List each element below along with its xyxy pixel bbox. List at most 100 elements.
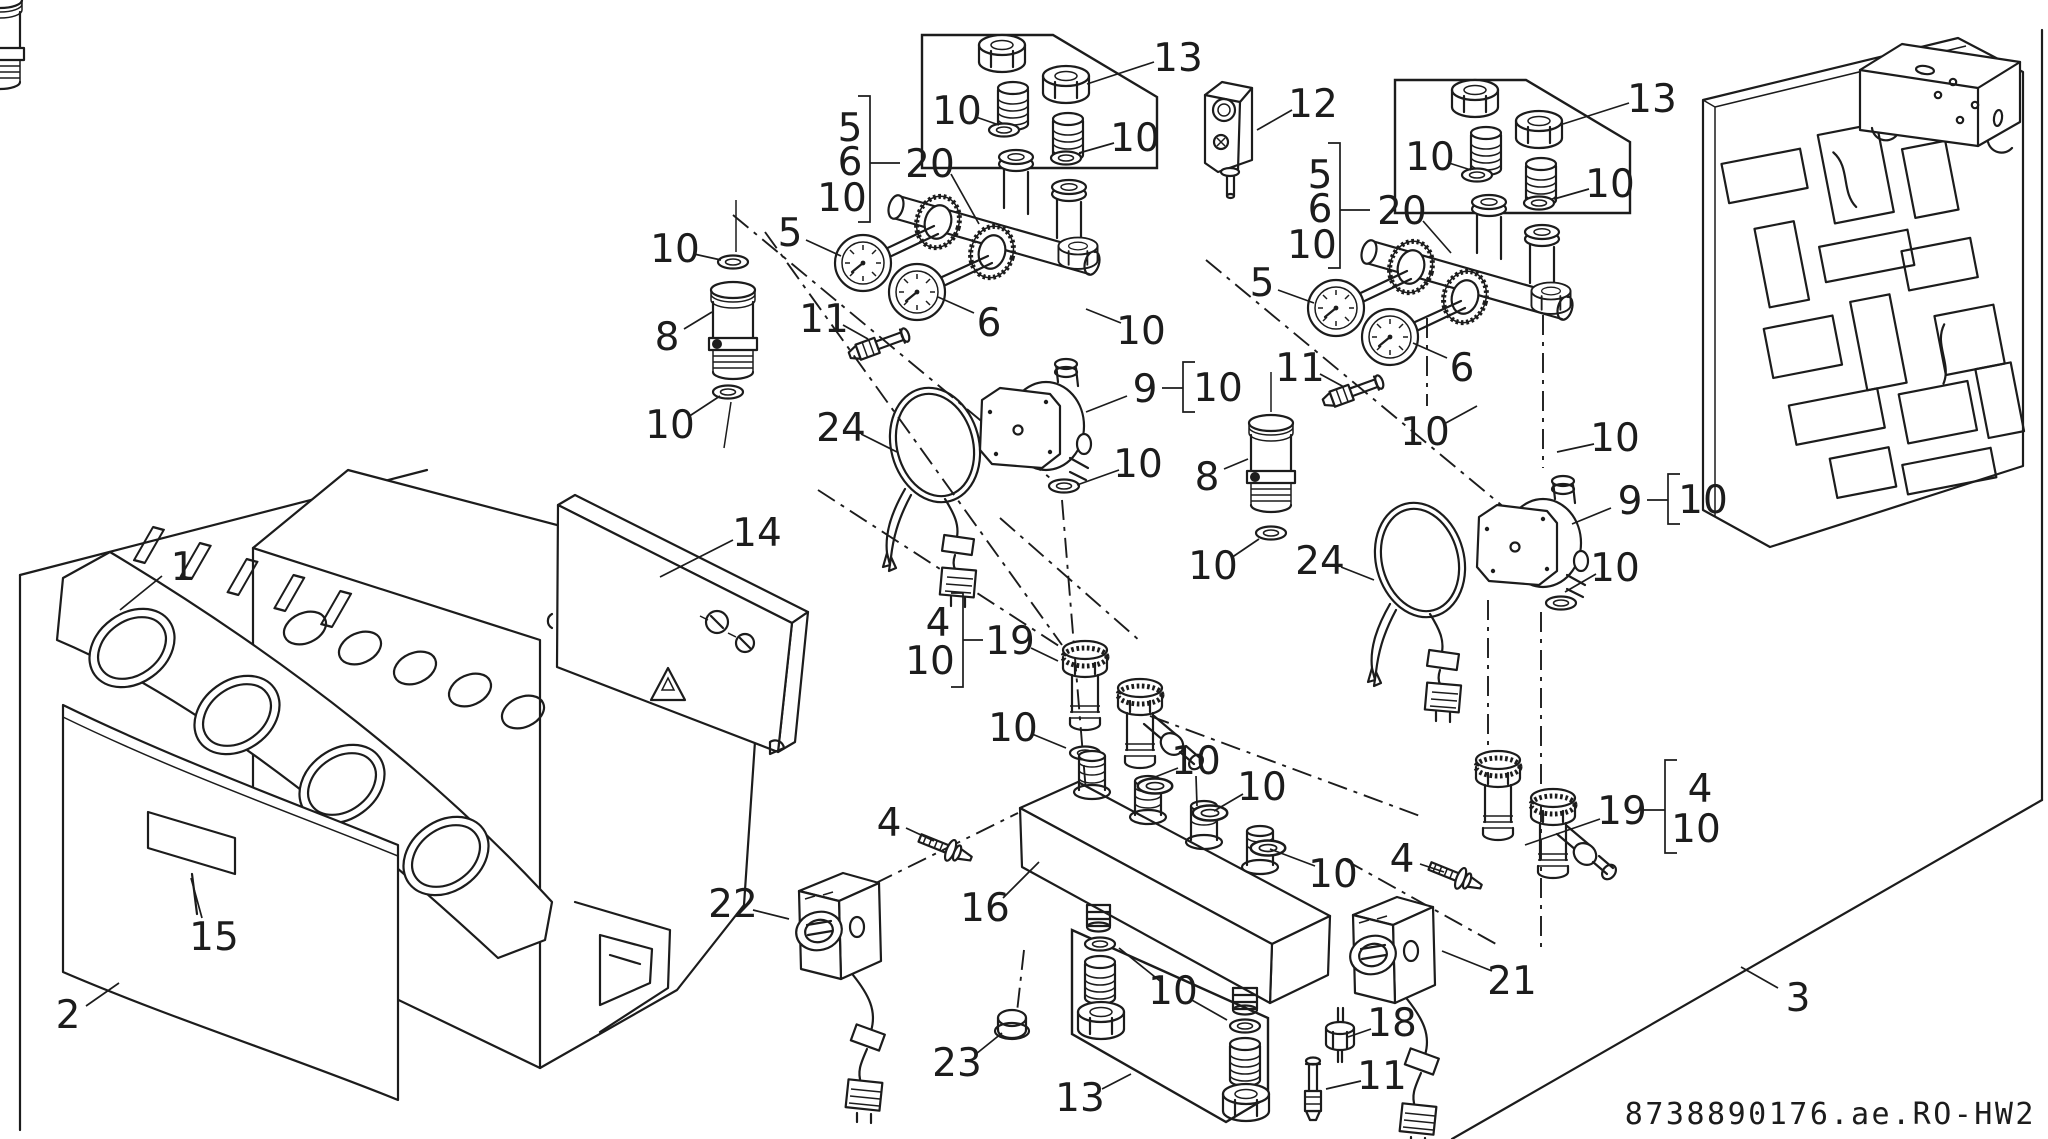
callout-label-11: 11	[1357, 1054, 1407, 1099]
callout-label-10: 10	[1287, 223, 1337, 268]
callout-leader	[1086, 61, 1155, 85]
callout-label-10: 10	[1237, 765, 1287, 810]
callout-label-10: 10	[1590, 416, 1640, 461]
callout-leader	[1213, 793, 1244, 812]
callout-label-10: 10	[650, 227, 700, 272]
callout-leader	[1076, 469, 1120, 486]
fitting-set-box	[1070, 928, 1271, 1124]
distribution-manifold	[1018, 749, 1332, 1016]
callout-leader	[1031, 733, 1067, 749]
valve-fittings	[1063, 641, 1617, 882]
callout-label-20: 20	[905, 142, 955, 187]
callout-leader	[1571, 507, 1612, 525]
callout-leader	[687, 395, 721, 418]
callout-label-10: 10	[645, 403, 695, 448]
callout-leader	[1319, 373, 1345, 388]
part-code: 8738890176.ae.RO-HW2	[1625, 1097, 2036, 1132]
callout-leader	[1277, 289, 1315, 304]
callout-label-10: 10	[1193, 366, 1243, 411]
callout-label-10: 10	[1405, 135, 1455, 180]
callout-leader	[860, 433, 898, 453]
callout-label-6: 6	[1308, 187, 1333, 232]
sensor-cable-right	[1361, 491, 1479, 724]
callout-label-24: 24	[1295, 539, 1345, 584]
circulation-pump-right	[1477, 476, 1588, 610]
callout-leader	[1085, 395, 1128, 413]
callout-leader	[1118, 947, 1161, 982]
callout-leader	[1419, 863, 1445, 873]
callout-label-12: 12	[1288, 82, 1338, 127]
callout-leader	[1422, 220, 1452, 254]
callout-leader	[1740, 966, 1779, 989]
drain-screw-right	[1424, 854, 1487, 898]
callout-label-10: 10	[1400, 410, 1450, 455]
callout-leader	[1230, 538, 1260, 559]
callout-label-5: 5	[1250, 261, 1275, 306]
callout-leader	[950, 173, 980, 225]
callout-leader	[1556, 443, 1595, 453]
mixer-actuator	[790, 871, 886, 1125]
callout-label-4: 4	[1688, 767, 1713, 812]
callout-leader	[190, 877, 203, 919]
pump-group-manifold	[833, 33, 1159, 322]
callout-label-10: 10	[1148, 969, 1198, 1014]
front-cover-panel	[61, 703, 400, 1102]
callout-leader	[1448, 162, 1472, 171]
callout-leader	[1101, 1073, 1132, 1090]
callout-label-1: 1	[171, 545, 196, 590]
callout-leader	[85, 982, 120, 1007]
callout-label-5: 5	[838, 106, 863, 151]
callout-label-13: 13	[1055, 1076, 1105, 1121]
sensor-cable	[876, 376, 994, 609]
callout-leader	[1564, 573, 1597, 593]
callout-label-3: 3	[1786, 976, 1811, 1021]
callout-leader	[905, 827, 935, 842]
callout-label-10: 10	[988, 706, 1038, 751]
callout-leader	[1340, 566, 1375, 581]
insulation-panel-right	[1701, 36, 2026, 549]
callout-leader	[937, 296, 975, 314]
callout-label-9: 9	[1133, 367, 1158, 412]
temperature-sensor	[1319, 372, 1387, 411]
callout-leader	[1562, 102, 1630, 125]
callout-leader	[1269, 848, 1316, 867]
callout-leader	[1078, 142, 1115, 154]
callout-leader	[1441, 950, 1493, 972]
callout-label-13: 13	[1153, 36, 1203, 81]
callout-label-23: 23	[932, 1041, 982, 1086]
circulation-pump	[980, 359, 1091, 493]
callout-label-10: 10	[1171, 739, 1221, 784]
callout-leader	[1524, 818, 1601, 846]
callout-label-22: 22	[708, 882, 758, 927]
callout-label-24: 24	[816, 406, 866, 451]
callout-label-2: 2	[56, 993, 81, 1038]
callout-leader	[1085, 308, 1122, 324]
callout-label-10: 10	[905, 639, 955, 684]
callout-label-19: 19	[1597, 789, 1647, 834]
callout-label-10: 10	[1678, 478, 1728, 523]
limit-thermostat	[1203, 80, 1254, 200]
callout-leader	[805, 239, 842, 257]
callout-leader	[1030, 647, 1059, 662]
callout-label-8: 8	[655, 315, 680, 360]
callout-label-10: 10	[1188, 544, 1238, 589]
callout-label-21: 21	[1487, 959, 1537, 1004]
callout-leader	[842, 324, 869, 340]
callout-label-10: 10	[1585, 162, 1635, 207]
callout-label-10: 10	[1113, 442, 1163, 487]
callout-leader	[1256, 109, 1293, 131]
callout-label-6: 6	[1450, 346, 1475, 391]
callout-label-6: 6	[838, 140, 863, 185]
callout-leader	[1553, 188, 1590, 200]
callout-leader	[1002, 861, 1040, 899]
callout-leader	[119, 575, 163, 611]
callout-label-10: 10	[817, 176, 867, 221]
callout-leader	[752, 909, 790, 920]
callout-label-18: 18	[1367, 1001, 1417, 1046]
callout-leader	[1443, 405, 1478, 425]
callout-label-15: 15	[189, 915, 239, 960]
burner-cover-strip	[55, 550, 554, 960]
